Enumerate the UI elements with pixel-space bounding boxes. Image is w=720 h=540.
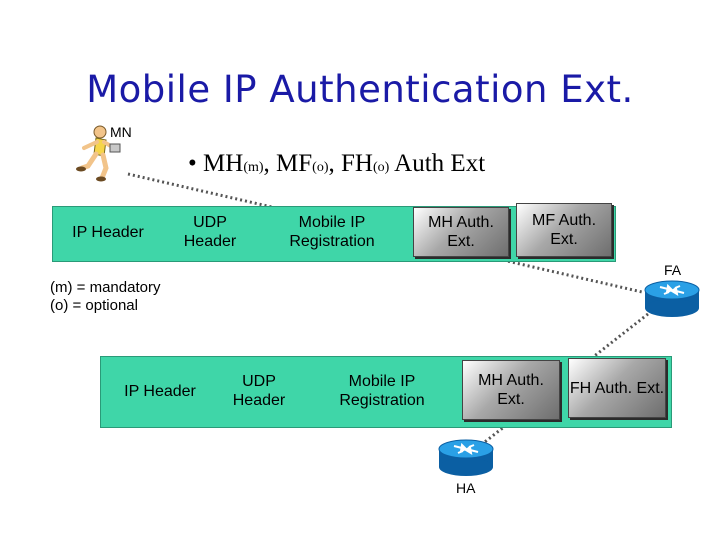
top-udp-header: UDP Header [168, 208, 248, 256]
legend-optional: (o) = optional [50, 297, 138, 314]
legend-mandatory: (m) = mandatory [50, 279, 161, 296]
bottom-fh-auth-ext: FH Auth. Ext. [568, 358, 666, 418]
bullet-marker: • [188, 150, 197, 177]
running-person-with-laptop-icon [76, 125, 121, 182]
top-ip-header: IP Header [56, 208, 160, 256]
bullet-mf-text: , MF [263, 150, 313, 177]
bullet-mf-sub: (o) [312, 160, 329, 175]
bottom-ip-header: IP Header [108, 362, 212, 420]
router-icon [438, 439, 494, 476]
bullet-fh-text: , FH [328, 150, 373, 177]
bullet-fh-sub: (o) [372, 160, 390, 175]
bullet-mh-text: MH [203, 150, 244, 177]
mn-label: MN [110, 124, 132, 140]
top-mf-auth-ext: MF Auth. Ext. [516, 203, 612, 257]
bullet-auth-extensions: • MH(m), MF(o), FH(o) Auth Ext [188, 150, 485, 178]
top-mh-auth-ext: MH Auth. Ext. [413, 207, 509, 257]
fa-label: FA [664, 262, 682, 278]
ha-router-node [438, 437, 494, 477]
bottom-registration: Mobile IP Registration [312, 362, 452, 420]
bottom-udp-header: UDP Header [222, 362, 296, 420]
legend: (m) = mandatory (o) = optional [50, 279, 160, 315]
ha-label: HA [456, 480, 476, 496]
bullet-mh-sub: (m) [243, 160, 264, 175]
router-icon [644, 280, 700, 317]
top-registration: Mobile IP Registration [262, 208, 402, 256]
fa-router-node [644, 278, 700, 318]
mobile-host-node [70, 122, 130, 182]
bullet-auth-text: Auth Ext [389, 150, 486, 177]
page-title: Mobile IP Authentication Ext. [86, 68, 634, 111]
bottom-mh-auth-ext: MH Auth. Ext. [462, 360, 560, 420]
